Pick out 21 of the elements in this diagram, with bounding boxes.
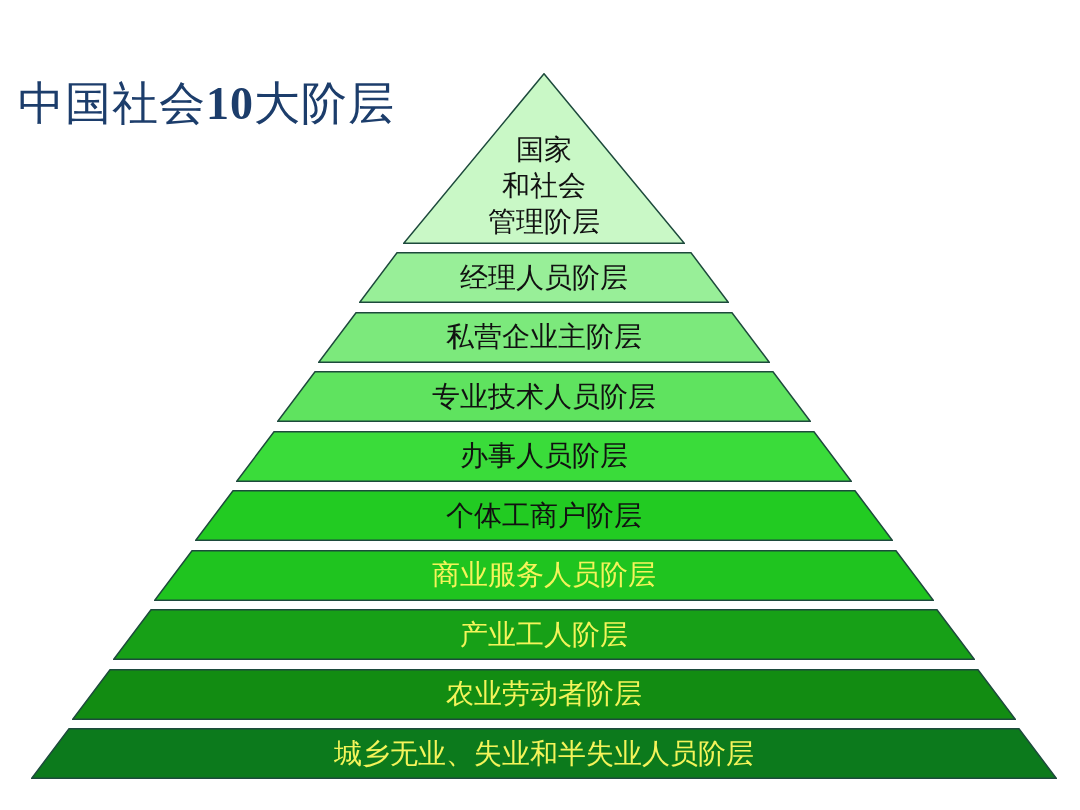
tier-label: 商业服务人员阶层	[432, 558, 656, 592]
pyramid-tier	[236, 430, 852, 482]
pyramid-tier	[154, 549, 934, 601]
tier-label: 产业工人阶层	[460, 617, 628, 652]
tier-label: 国家和社会管理阶层	[487, 133, 601, 239]
pyramid-tier	[359, 252, 729, 303]
tier-label: 私营企业主阶层	[446, 320, 642, 354]
tier-label: 专业技术人员阶层	[432, 379, 656, 414]
pyramid-tier	[72, 668, 1016, 720]
pyramid-tier	[31, 728, 1057, 779]
pyramid-tier	[113, 609, 975, 660]
tier-label: 经理人员阶层	[460, 260, 628, 295]
tier-label: 办事人员阶层	[460, 439, 628, 473]
tier-label: 城乡无业、失业和半失业人员阶层	[334, 736, 754, 771]
pyramid-tier	[195, 490, 893, 541]
tier-label: 农业劳动者阶层	[446, 677, 642, 711]
title: 中国社会10大阶层	[18, 77, 395, 131]
pyramid-tier	[277, 371, 811, 422]
tier-label: 个体工商户阶层	[446, 498, 642, 533]
pyramid-apex	[403, 73, 685, 244]
pyramid-tier	[318, 311, 770, 363]
